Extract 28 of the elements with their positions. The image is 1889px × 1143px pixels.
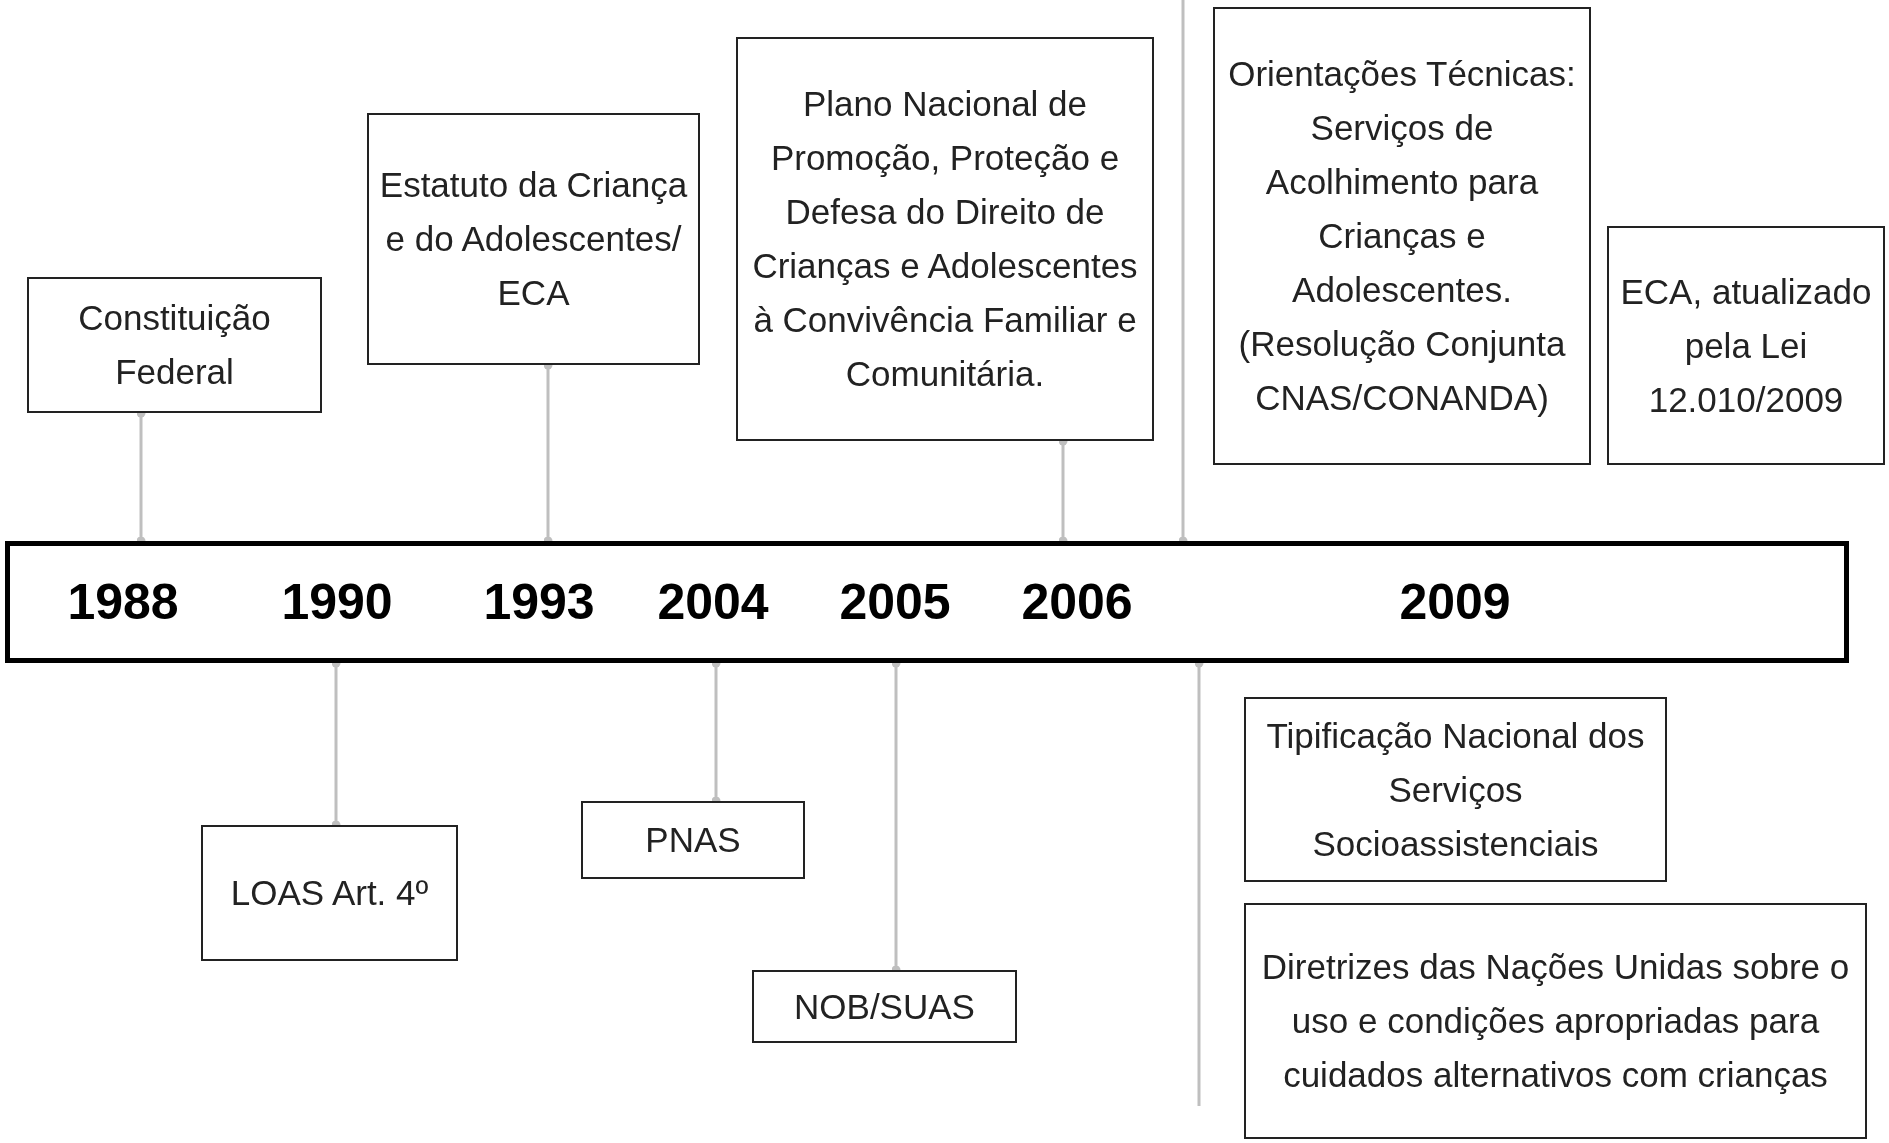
event-box [581,801,805,879]
event-box [1244,697,1667,882]
event-text: Diretrizes das Nações Unidas sobre o uso e condições apropriadas para cuidados alternativos com crianças [1260,946,1851,1096]
event-box [752,970,1017,1043]
event-box [1607,226,1885,465]
event-box [736,37,1154,441]
event-text: LOAS Art. 4º [229,872,430,914]
event-box [1213,7,1591,465]
timeline-bar [5,541,1849,663]
year-label: 2005 [839,573,951,631]
event-text: Orientações Técnicas: Serviços de Acolhimento para Crianças e Adolescentes. (Resolução Conjunta CNAS/CONANDA) [1227,53,1577,419]
event-text: Estatuto da Criança e do Adolescentes/ ECA [378,164,689,314]
year-label: 2004 [657,573,769,631]
event-text: Tipificação Nacional dos Serviços Socioassistenciais [1265,714,1646,865]
event-box [367,113,700,365]
event-text: Plano Nacional de Promoção, Proteção e Defesa do Direito de Crianças e Adolescentes à Convivência Familiar e Comunitária. [751,83,1139,395]
event-text: ECA, atualizado pela Lei 12.010/2009 [1619,270,1873,421]
year-label: 2009 [1399,573,1511,631]
event-box [201,825,458,961]
event-text: PNAS [644,819,742,861]
year-label: 2006 [1021,573,1133,631]
event-text: Constituição Federal [77,297,272,393]
event-box [1244,903,1867,1139]
year-label: 1990 [281,573,393,631]
year-label: 1993 [483,573,595,631]
event-box [27,277,322,413]
event-text: NOB/SUAS [793,985,976,1028]
year-label: 1988 [67,573,179,631]
